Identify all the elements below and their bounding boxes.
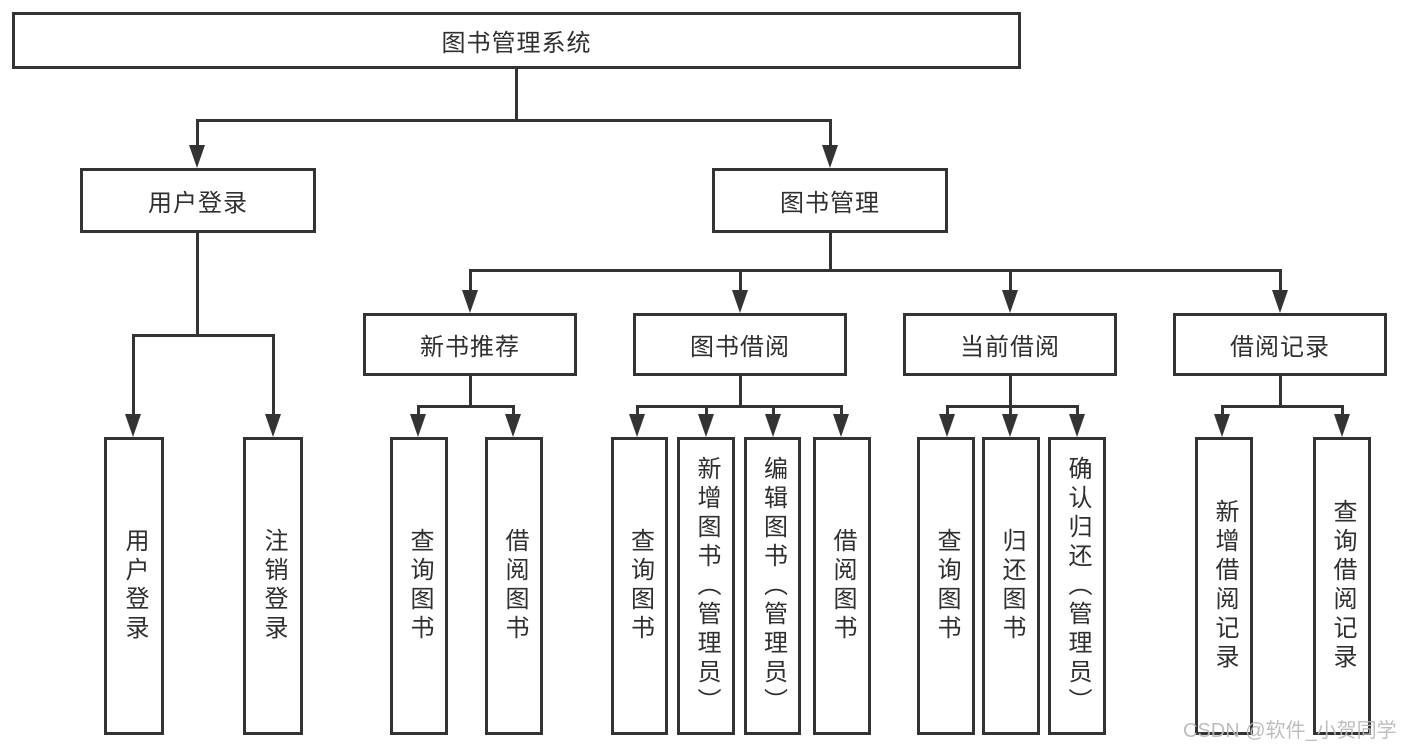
arrowhead-down-icon	[732, 290, 748, 313]
connector-line	[946, 405, 1079, 408]
leaf-user-login-label: 用户登录	[121, 528, 148, 644]
arrowhead-down-icon	[698, 414, 714, 437]
leaf-query-borrow-record: 查询借阅记录	[1313, 437, 1371, 735]
leaf-borrow-books-borrowing: 借阅图书	[813, 437, 871, 735]
node-current-borrowing: 当前借阅	[903, 313, 1117, 376]
connector-line	[1076, 405, 1079, 416]
connector-line	[1009, 405, 1012, 416]
leaf-confirm-return-admin: 确认归还（管理员）	[1048, 437, 1106, 735]
connector-line	[739, 269, 742, 291]
arrowhead-down-icon	[265, 414, 281, 437]
leaf-query-books-borrowing: 查询图书	[611, 437, 668, 735]
leaf-edit-books-admin-label: 编辑图书（管理员）	[759, 455, 787, 717]
node-borrowing-records: 借阅记录	[1173, 313, 1387, 376]
leaf-borrow-books-newbook: 借阅图书	[485, 437, 543, 735]
connector-line	[469, 269, 472, 291]
connector-line	[417, 405, 515, 408]
leaf-query-books-current-label: 查询图书	[933, 528, 960, 644]
connector-line	[1009, 269, 1012, 291]
arrowhead-down-icon	[822, 145, 838, 168]
connector-line	[1279, 269, 1282, 291]
leaf-add-books-admin: 新增图书（管理员）	[677, 437, 735, 735]
leaf-query-books-newbook: 查询图书	[390, 437, 448, 735]
connector-line	[1009, 376, 1012, 408]
arrowhead-down-icon	[1272, 290, 1288, 313]
node-book-borrowing: 图书借阅	[633, 313, 847, 376]
node-borrowing-records-label: 借阅记录	[1230, 334, 1330, 361]
connector-line	[1221, 405, 1344, 408]
node-book-borrowing-label: 图书借阅	[690, 334, 790, 361]
leaf-return-books-label: 归还图书	[998, 528, 1025, 644]
leaf-user-login: 用户登录	[104, 437, 164, 735]
node-book-management: 图书管理	[712, 168, 948, 233]
node-book-management-label: 图书管理	[780, 190, 880, 217]
connector-line	[829, 233, 832, 272]
connector-line	[739, 376, 742, 408]
arrowhead-down-icon	[125, 414, 141, 437]
leaf-query-books-newbook-label: 查询图书	[406, 528, 433, 644]
connector-line	[946, 405, 949, 416]
node-library-management-system: 图书管理系统	[12, 12, 1021, 69]
connector-line	[196, 119, 832, 122]
connector-line	[515, 68, 518, 121]
leaf-logout-login-label: 注销登录	[260, 528, 287, 644]
watermark: CSDN @软件_小贺同学	[1183, 720, 1397, 742]
connector-line	[1221, 405, 1224, 416]
connector-line	[705, 405, 708, 416]
connector-line	[1279, 376, 1282, 408]
leaf-add-books-admin-label: 新增图书（管理员）	[693, 455, 720, 717]
connector-line	[636, 405, 843, 408]
leaf-add-borrow-record-label: 新增借阅记录	[1211, 499, 1238, 673]
leaf-query-books-current: 查询图书	[917, 437, 975, 735]
connector-line	[132, 334, 275, 337]
node-new-book-recommendation: 新书推荐	[363, 313, 577, 376]
node-user-login-label: 用户登录	[148, 190, 248, 217]
arrowhead-down-icon	[629, 414, 645, 437]
leaf-edit-books-admin: 编辑图书（管理员）	[744, 437, 801, 735]
arrowhead-down-icon	[1002, 414, 1018, 437]
arrowhead-down-icon	[505, 414, 521, 437]
node-new-book-recommendation-label: 新书推荐	[420, 334, 520, 361]
arrowhead-down-icon	[939, 414, 955, 437]
connector-line	[132, 334, 135, 415]
arrowhead-down-icon	[410, 414, 426, 437]
leaf-add-borrow-record: 新增借阅记录	[1195, 437, 1253, 735]
leaf-query-books-borrowing-label: 查询图书	[626, 528, 654, 644]
leaf-borrow-books-newbook-label: 借阅图书	[501, 528, 528, 644]
connector-line	[772, 405, 775, 416]
arrowhead-down-icon	[1002, 290, 1018, 313]
leaf-borrow-books-borrowing-label: 借阅图书	[829, 528, 856, 644]
connector-line	[636, 405, 639, 416]
arrowhead-down-icon	[1069, 414, 1085, 437]
leaf-confirm-return-admin-label: 确认归还（管理员）	[1064, 455, 1091, 717]
leaf-return-books: 归还图书	[982, 437, 1040, 735]
connector-line	[196, 233, 199, 336]
node-library-management-system-label: 图书管理系统	[441, 30, 592, 57]
connector-line	[196, 119, 199, 147]
node-current-borrowing-label: 当前借阅	[960, 334, 1060, 361]
connector-line	[512, 405, 515, 416]
connector-line	[840, 405, 843, 416]
leaf-logout-login: 注销登录	[243, 437, 303, 735]
connector-line	[469, 269, 1282, 272]
connector-line	[1341, 405, 1344, 416]
node-user-login: 用户登录	[80, 168, 316, 233]
arrowhead-down-icon	[189, 145, 205, 168]
connector-line	[469, 376, 472, 408]
arrowhead-down-icon	[765, 414, 781, 437]
arrowhead-down-icon	[833, 414, 849, 437]
connector-line	[417, 405, 420, 416]
connector-line	[272, 334, 275, 415]
connector-line	[829, 119, 832, 147]
leaf-query-borrow-record-label: 查询借阅记录	[1329, 499, 1356, 673]
arrowhead-down-icon	[1334, 414, 1350, 437]
arrowhead-down-icon	[1214, 414, 1230, 437]
arrowhead-down-icon	[462, 290, 478, 313]
